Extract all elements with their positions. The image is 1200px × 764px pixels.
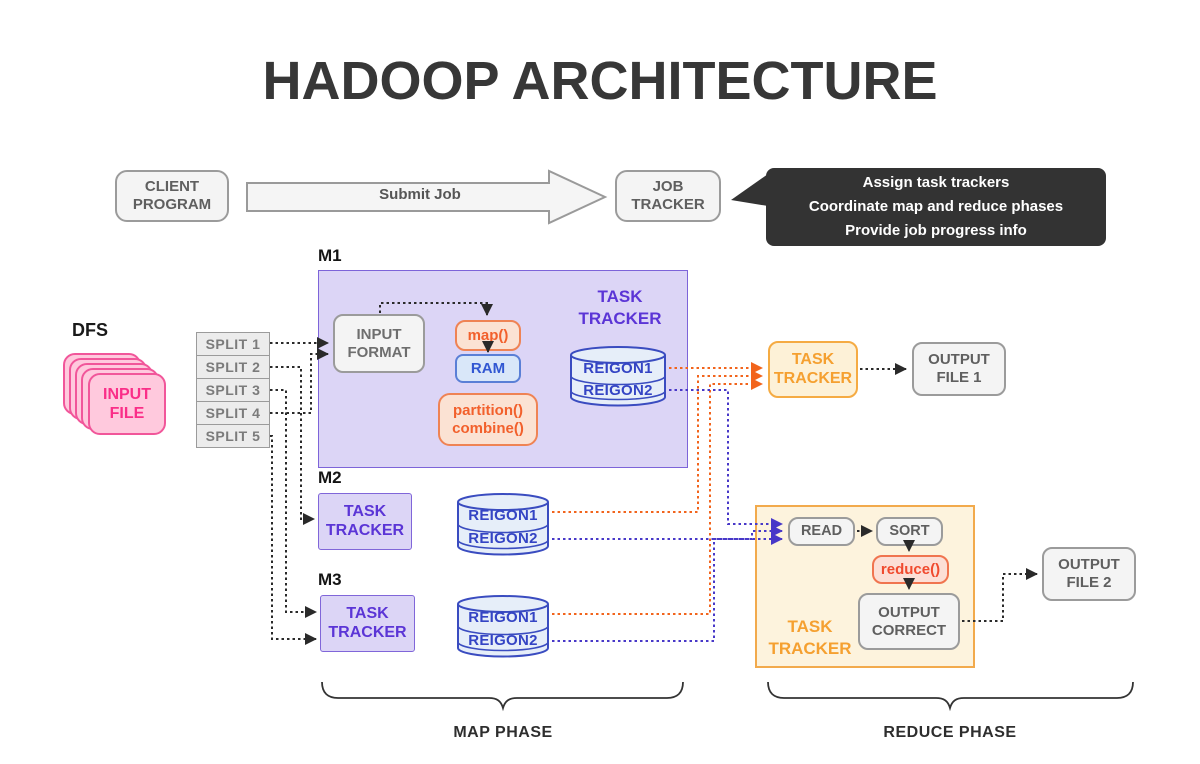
map-phase-brace: [321, 681, 684, 712]
m3-label: M3: [318, 570, 342, 589]
reduce-fn-box: reduce(): [872, 555, 949, 584]
client-program-box: CLIENT PROGRAM: [115, 170, 229, 222]
input-format-box: INPUT FORMAT: [333, 314, 425, 373]
m3-region2-to-read-line: [552, 533, 783, 642]
split-4-box: SPLIT 4: [196, 401, 270, 425]
m2-region2-label: REIGON2: [468, 530, 538, 547]
submit-job-arrow-label: Submit Job: [379, 186, 461, 203]
database-cylinder-icon: [457, 595, 549, 658]
split-2-box: SPLIT 2: [196, 355, 270, 379]
split2-to-m2-line: [270, 366, 315, 525]
diagram-title: HADOOP ARCHITECTURE: [262, 51, 938, 111]
m3-region1-label: REIGON1: [468, 609, 538, 626]
m3-regions-cylinder: REIGON1 REIGON2: [455, 594, 551, 658]
m2-region1-label: REIGON1: [468, 507, 538, 524]
split5-to-m3-line: [270, 435, 317, 645]
job-tracker-box: JOB TRACKER: [615, 170, 721, 222]
database-cylinder-icon: [457, 493, 549, 556]
m1-label: M1: [318, 246, 342, 265]
m3-region2-label: REIGON2: [468, 632, 538, 649]
map-fn-box: map(): [455, 320, 521, 351]
reduce-task-tracker-label: TASK TRACKER: [768, 617, 852, 659]
shuffle-task-tracker-box: TASK TRACKER: [768, 341, 858, 398]
m2-label: M2: [318, 468, 342, 487]
reduce-phase-label: REDUCE PHASE: [883, 724, 1017, 741]
m1-regions-cylinder: REIGON1 REIGON2: [568, 345, 668, 407]
m1-region2-label: REIGON2: [583, 382, 653, 399]
m2-region2-to-read-line: [552, 525, 783, 540]
ram-box: RAM: [455, 354, 521, 383]
dfs-label: DFS: [72, 320, 108, 340]
split3-to-m3-line: [270, 389, 317, 618]
map-phase-label: MAP PHASE: [453, 724, 553, 741]
output-file-2-box: OUTPUT FILE 2: [1042, 547, 1136, 601]
m1-task-tracker-label: TASK TRACKER: [578, 287, 662, 329]
output-file-1-box: OUTPUT FILE 1: [912, 342, 1006, 396]
read-box: READ: [788, 517, 855, 546]
m2-regions-cylinder: REIGON1 REIGON2: [455, 492, 551, 556]
m1-region1-label: REIGON1: [583, 360, 653, 377]
split-3-box: SPLIT 3: [196, 378, 270, 402]
output-correct-box: OUTPUT CORRECT: [858, 593, 960, 650]
job-tracker-note: Assign task trackers Coordinate map and …: [766, 168, 1106, 246]
reduce-phase-brace: [767, 681, 1134, 712]
input-file-card: INPUT FILE: [88, 373, 166, 435]
sort-box: SORT: [876, 517, 943, 546]
callout-pointer: [731, 174, 768, 206]
split-5-box: SPLIT 5: [196, 424, 270, 448]
m2-task-tracker-box: TASK TRACKER: [318, 493, 412, 550]
m3-task-tracker-box: TASK TRACKER: [320, 595, 415, 652]
split-1-box: SPLIT 1: [196, 332, 270, 356]
partition-combine-box: partition() combine(): [438, 393, 538, 446]
